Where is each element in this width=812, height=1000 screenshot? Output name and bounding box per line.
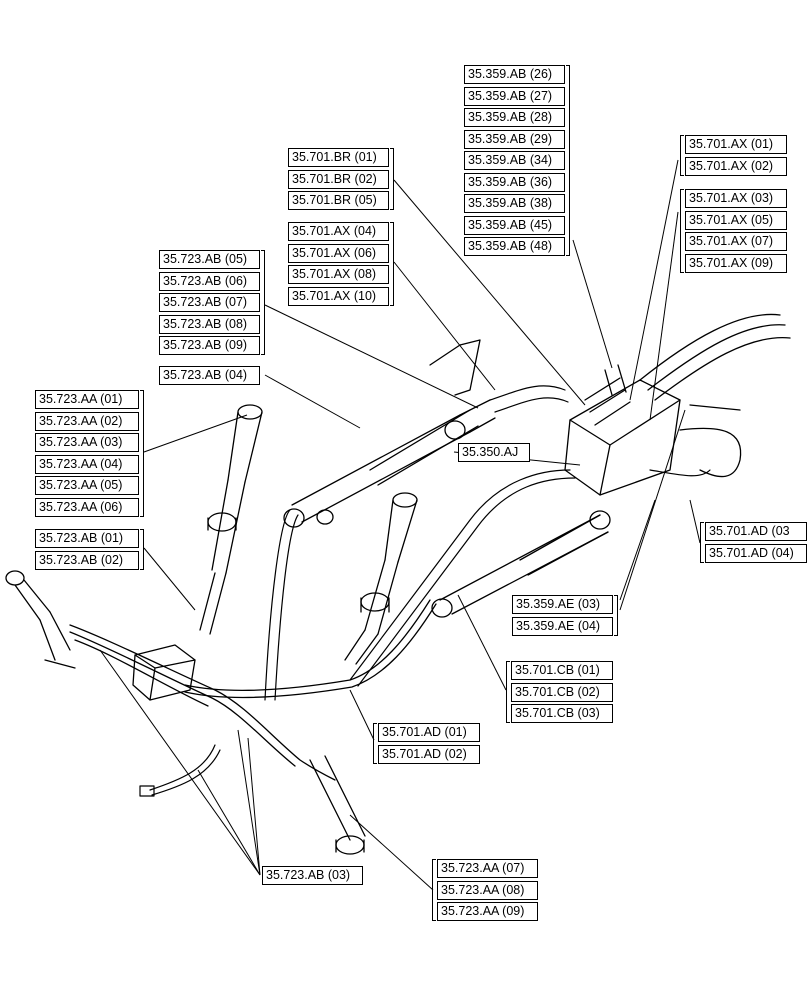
- ref-label[interactable]: 35.701.BR (05): [288, 191, 389, 210]
- ref-group-35-701-ax-a: 35.701.AX (01) 35.701.AX (02): [680, 135, 787, 176]
- left-swivel-mount: [5, 570, 76, 669]
- ref-label[interactable]: 35.359.AB (36): [464, 172, 565, 192]
- ref-label[interactable]: 35.723.AB (09): [159, 336, 260, 355]
- ref-label[interactable]: 35.701.AD (01): [378, 723, 480, 742]
- ref-label[interactable]: 35.359.AB (28): [464, 108, 565, 127]
- ref-label[interactable]: 35.359.AB (26): [464, 65, 565, 84]
- ref-group-35-701-ad-a: 35.701.AD (03 35.701.AD (04): [700, 522, 807, 563]
- ref-label[interactable]: 35.723.AB (05): [159, 250, 260, 269]
- ref-group-35-723-ab-b: 35.723.AB (01) 35.723.AB (02): [35, 529, 144, 570]
- ref-group-35-701-br: 35.701.BR (01) 35.701.BR (02) 35.701.BR …: [288, 148, 394, 210]
- ref-label[interactable]: 35.701.AX (04): [288, 222, 389, 241]
- control-valve-assembly: [564, 364, 681, 496]
- ref-label[interactable]: 35.350.AJ: [458, 443, 530, 462]
- ref-label[interactable]: 35.359.AB (29): [464, 129, 565, 149]
- ref-group-35-723-aa-a: 35.723.AA (01) 35.723.AA (02) 35.723.AA …: [35, 390, 144, 517]
- ref-label[interactable]: 35.359.AB (27): [464, 86, 565, 106]
- ref-label[interactable]: 35.701.AX (02): [685, 156, 787, 176]
- long-hose-runs: [264, 385, 711, 701]
- ref-label[interactable]: 35.701.AX (09): [685, 253, 787, 273]
- ref-group-35-701-cb: 35.701.CB (01) 35.701.CB (02) 35.701.CB …: [506, 661, 613, 723]
- ref-label[interactable]: 35.359.AE (04): [512, 616, 613, 636]
- ref-label[interactable]: 35.701.BR (01): [288, 148, 389, 167]
- hose-bundle-lower: [69, 599, 437, 781]
- ref-label[interactable]: 35.701.AD (04): [705, 543, 807, 563]
- ref-label[interactable]: 35.723.AB (02): [35, 550, 139, 570]
- upper-boom-cylinder: [283, 399, 496, 528]
- ref-group-35-359-ab: 35.359.AB (26) 35.359.AB (27) 35.359.AB …: [464, 65, 570, 256]
- ref-label[interactable]: 35.701.BR (02): [288, 169, 389, 189]
- ref-group-35-701-ax-c: 35.701.AX (04) 35.701.AX (06) 35.701.AX …: [288, 222, 394, 306]
- ref-label[interactable]: 35.723.AB (07): [159, 293, 260, 312]
- ref-label[interactable]: 35.359.AB (45): [464, 215, 565, 235]
- ref-label[interactable]: 35.723.AA (06): [35, 497, 139, 517]
- ref-label[interactable]: 35.723.AA (03): [35, 433, 139, 452]
- ref-label[interactable]: 35.723.AA (01): [35, 390, 139, 409]
- ref-label[interactable]: 35.701.CB (03): [511, 704, 613, 723]
- ref-group-35-701-ax-b: 35.701.AX (03) 35.701.AX (05) 35.701.AX …: [680, 189, 787, 273]
- ref-label[interactable]: 35.701.CB (02): [511, 682, 613, 702]
- loose-hose: [139, 744, 221, 797]
- ref-group-35-350-aj: 35.350.AJ: [458, 443, 530, 462]
- ref-label[interactable]: 35.723.AA (05): [35, 476, 139, 495]
- ref-label[interactable]: 35.359.AE (03): [512, 595, 613, 614]
- ref-label[interactable]: 35.701.CB (01): [511, 661, 613, 680]
- ref-label[interactable]: 35.359.AB (38): [464, 194, 565, 213]
- ref-label[interactable]: 35.723.AB (08): [159, 314, 260, 334]
- ref-group-35-723-ab-a: 35.723.AB (05) 35.723.AB (06) 35.723.AB …: [159, 250, 265, 355]
- ref-label[interactable]: 35.723.AA (09): [437, 902, 538, 921]
- ref-label[interactable]: 35.701.AD (02): [378, 744, 480, 764]
- ref-label[interactable]: 35.723.AA (07): [437, 859, 538, 878]
- lower-boom-cylinder: [431, 510, 611, 618]
- ref-label[interactable]: 35.723.AB (01): [35, 529, 139, 548]
- ref-label[interactable]: 35.701.AX (06): [288, 243, 389, 263]
- ref-label[interactable]: 35.701.AX (01): [685, 135, 787, 154]
- ref-label[interactable]: 35.723.AB (03): [262, 866, 363, 885]
- ref-label[interactable]: 35.723.AA (02): [35, 411, 139, 431]
- ref-group-35-723-aa-b: 35.723.AA (07) 35.723.AA (08) 35.723.AA …: [432, 859, 538, 921]
- ref-group-35-701-ad-b: 35.701.AD (01) 35.701.AD (02): [373, 723, 480, 764]
- ref-label[interactable]: 35.723.AB (06): [159, 271, 260, 291]
- left-upright-cylinder: [199, 404, 263, 635]
- ref-label[interactable]: 35.701.AD (03: [705, 522, 807, 541]
- ref-group-35-359-ae: 35.359.AE (03) 35.359.AE (04): [512, 595, 618, 636]
- ref-label[interactable]: 35.723.AB (04): [159, 366, 260, 385]
- leader-lines: [99, 159, 701, 891]
- ref-label[interactable]: 35.701.AX (07): [685, 232, 787, 251]
- lower-valve-block: [132, 644, 196, 701]
- ref-label[interactable]: 35.701.AX (10): [288, 286, 389, 306]
- ref-group-35-723-ab-04: 35.723.AB (04): [159, 366, 260, 385]
- ref-label[interactable]: 35.701.AX (05): [685, 210, 787, 230]
- ref-group-35-723-ab-03: 35.723.AB (03): [262, 866, 363, 885]
- center-upright-cylinder: [344, 492, 418, 665]
- ref-label[interactable]: 35.701.AX (08): [288, 265, 389, 284]
- ref-label[interactable]: 35.723.AA (04): [35, 454, 139, 474]
- ref-label[interactable]: 35.701.AX (03): [685, 189, 787, 208]
- ref-label[interactable]: 35.359.AB (48): [464, 237, 565, 256]
- ref-label[interactable]: 35.723.AA (08): [437, 880, 538, 900]
- ref-label[interactable]: 35.359.AB (34): [464, 151, 565, 170]
